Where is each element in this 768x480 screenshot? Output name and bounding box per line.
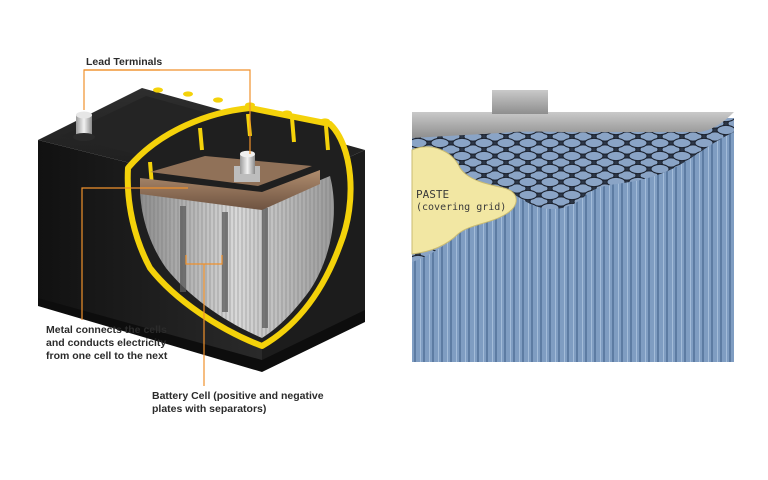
lead-grid — [412, 118, 734, 262]
battery-cell-label-line1: Battery Cell (positive and negative — [152, 390, 324, 402]
metal-connector-strap — [140, 170, 320, 210]
lead-terminals-label: Lead Terminals — [86, 56, 163, 68]
metal-connector-label-line3: from one cell to the next — [46, 350, 168, 362]
paste-title: PASTE — [416, 188, 450, 201]
metal-connector-strap-top — [150, 156, 312, 186]
metal-connector-label-line1: Metal connects the cells — [46, 324, 167, 336]
plate-lug — [492, 90, 548, 114]
paste-area — [411, 146, 517, 255]
cell-separators — [180, 206, 268, 328]
paste-subtitle: (covering grid) — [416, 202, 507, 213]
callout-lines — [81, 69, 251, 386]
metal-callout-line — [81, 187, 188, 320]
terminals-callout-line — [83, 69, 251, 154]
paste-label: PASTE (covering grid) — [416, 188, 506, 214]
plate-detail — [411, 90, 734, 362]
lead-terminal-front — [234, 150, 260, 182]
battery-cell-label-line2: plates with separators) — [152, 403, 267, 415]
metal-connector-label: Metal connects the cells and conducts el… — [46, 324, 167, 363]
battery-cell-label: Battery Cell (positive and negative plat… — [152, 390, 324, 416]
battery-base — [38, 288, 365, 372]
metal-connector-label-line2: and conducts electricity — [46, 337, 167, 349]
plate-lug-bar — [412, 112, 734, 138]
plate-stack-lines — [140, 176, 334, 338]
battery-cutaway — [38, 69, 365, 386]
lead-terminal-rear — [73, 111, 95, 141]
